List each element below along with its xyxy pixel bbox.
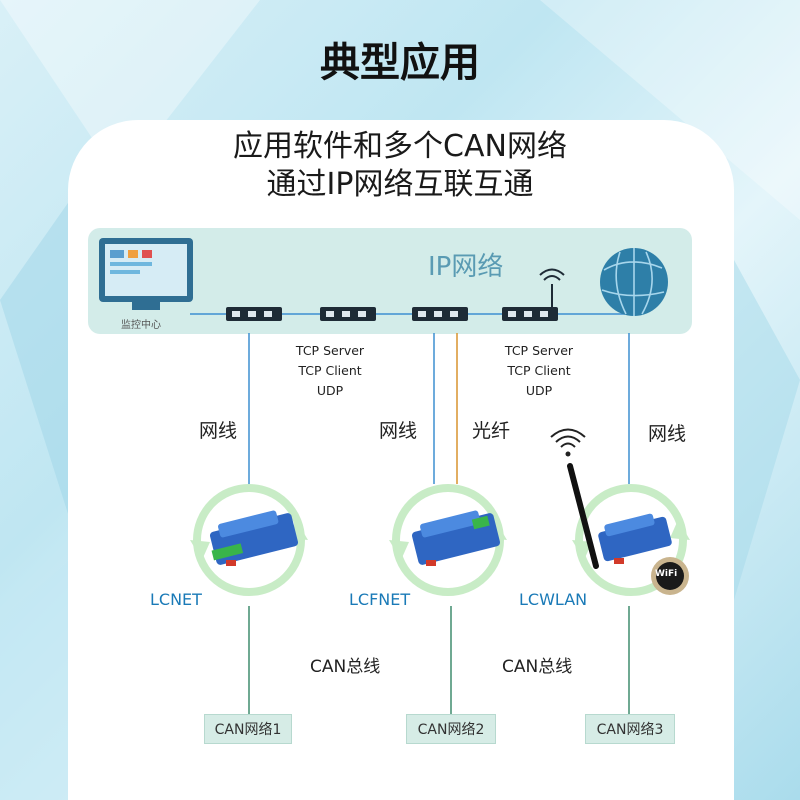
protocol-item: UDP (525, 383, 553, 398)
globe-icon (600, 248, 668, 316)
protocol-item: TCP Client (298, 363, 362, 378)
card-title-line2: 通过IP网络互联互通 (266, 167, 534, 202)
device-name-lcnet: LCNET (150, 590, 202, 609)
can-network-box-3: CAN网络3 (585, 714, 675, 744)
can-bus-label-1: CAN总线 (310, 657, 381, 677)
cable-label-middle-fiber: 光纤 (472, 420, 511, 442)
can-network-box-1: CAN网络1 (204, 714, 292, 744)
switch-icon (502, 307, 558, 321)
ip-network-label: IP网络 (428, 252, 504, 282)
cable-label-left: 网线 (199, 420, 238, 442)
device-icon (190, 484, 308, 596)
cable-label-middle-eth: 网线 (379, 420, 418, 442)
antenna-icon (567, 463, 599, 569)
switch-icon (226, 307, 282, 321)
wifi-badge-label: WiFi (655, 569, 678, 579)
device-icon (389, 484, 507, 596)
protocol-item: TCP Server (295, 343, 365, 358)
protocol-list-right: TCP Server TCP Client UDP (479, 341, 599, 401)
can-network-box-2: CAN网络2 (406, 714, 496, 744)
wifi-badge-icon (651, 557, 689, 595)
monitor-icon (99, 238, 193, 310)
protocol-item: TCP Client (507, 363, 571, 378)
card-title: 应用软件和多个CAN网络 通过IP网络互联互通 (0, 128, 800, 204)
protocol-item: UDP (316, 383, 344, 398)
switch-icon (412, 307, 468, 321)
cable-label-right: 网线 (648, 423, 687, 445)
device-icon (572, 484, 690, 596)
page-title: 典型应用 (320, 40, 480, 86)
card-title-line1: 应用软件和多个CAN网络 (233, 129, 567, 164)
protocol-item: TCP Server (504, 343, 574, 358)
device-name-lcwlan: LCWLAN (519, 590, 588, 609)
protocol-list-left: TCP Server TCP Client UDP (270, 341, 390, 401)
device-name-lcfnet: LCFNET (349, 590, 411, 609)
wifi-icon (539, 268, 565, 307)
switch-icon (320, 307, 376, 321)
wifi-icon (550, 428, 586, 457)
monitor-label: 监控中心 (121, 320, 161, 331)
can-bus-label-2: CAN总线 (502, 657, 573, 677)
